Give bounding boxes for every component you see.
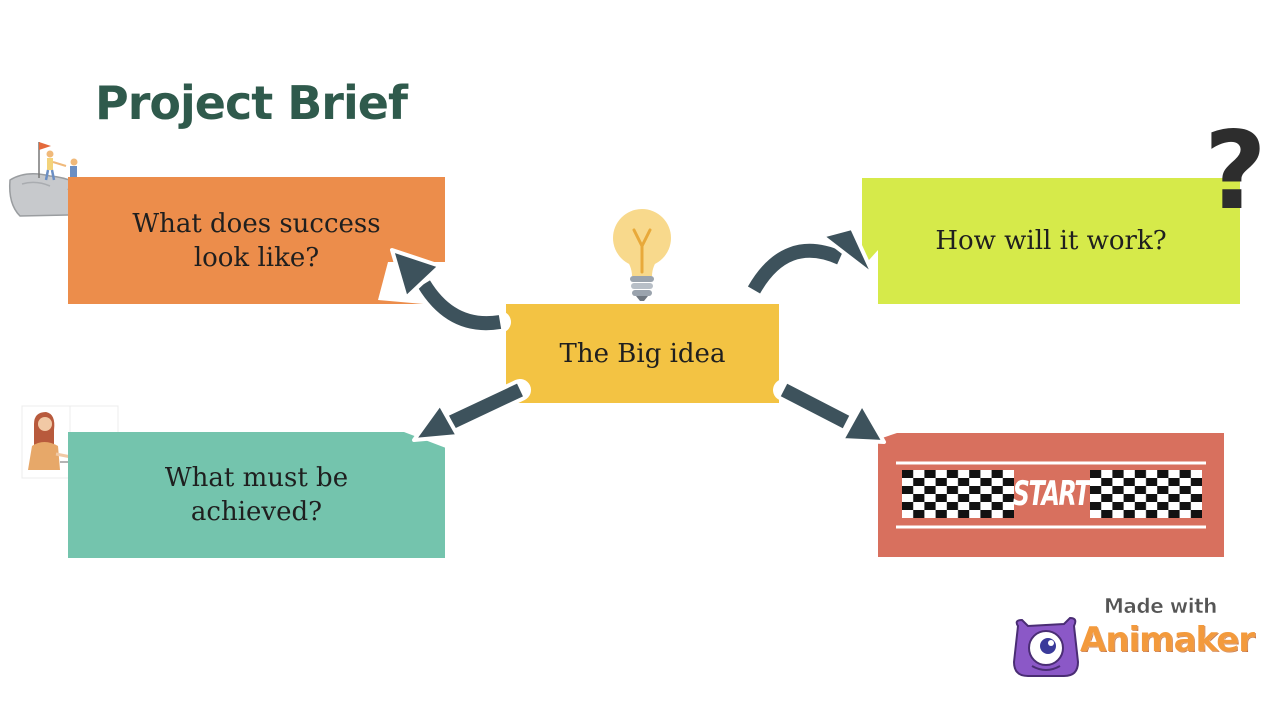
animaker-logo-icon: [1012, 616, 1080, 677]
start-stripes: [896, 461, 1206, 529]
page-title: Project Brief: [95, 76, 408, 130]
node-achieve-label: What must be achieved?: [164, 463, 349, 527]
arrowhead-work: [820, 226, 876, 278]
arrowhead-start: [840, 402, 886, 444]
box-notch: [858, 250, 878, 306]
arrow-to-start: [780, 383, 850, 429]
node-how-it-works: How will it work?: [862, 178, 1240, 304]
node-success-label: What does success look like?: [132, 208, 381, 273]
arrow-to-achieve: [449, 383, 523, 429]
node-work-label: How will it work?: [935, 226, 1167, 256]
arrow-to-success: [418, 280, 502, 331]
watermark-animaker: Animaker: [1080, 620, 1255, 660]
arrowhead-achieve: [412, 402, 460, 442]
watermark-made-with: Made with: [1104, 594, 1218, 619]
checkered-flag-icon-right: [1090, 470, 1202, 518]
node-success: What does success look like?: [68, 177, 445, 304]
lightbulb-icon: [613, 209, 671, 301]
woman-at-desk-icon: [21, 405, 119, 479]
arrow-to-work: [747, 243, 843, 294]
node-big-idea: The Big idea: [506, 304, 779, 403]
question-mark-icon: ?: [1204, 109, 1267, 234]
node-must-achieve: What must be achieved?: [68, 432, 445, 558]
arrowhead-success: [390, 248, 442, 300]
node-idea-label: The Big idea: [559, 338, 726, 369]
checkered-flag-icon: [902, 470, 1014, 518]
